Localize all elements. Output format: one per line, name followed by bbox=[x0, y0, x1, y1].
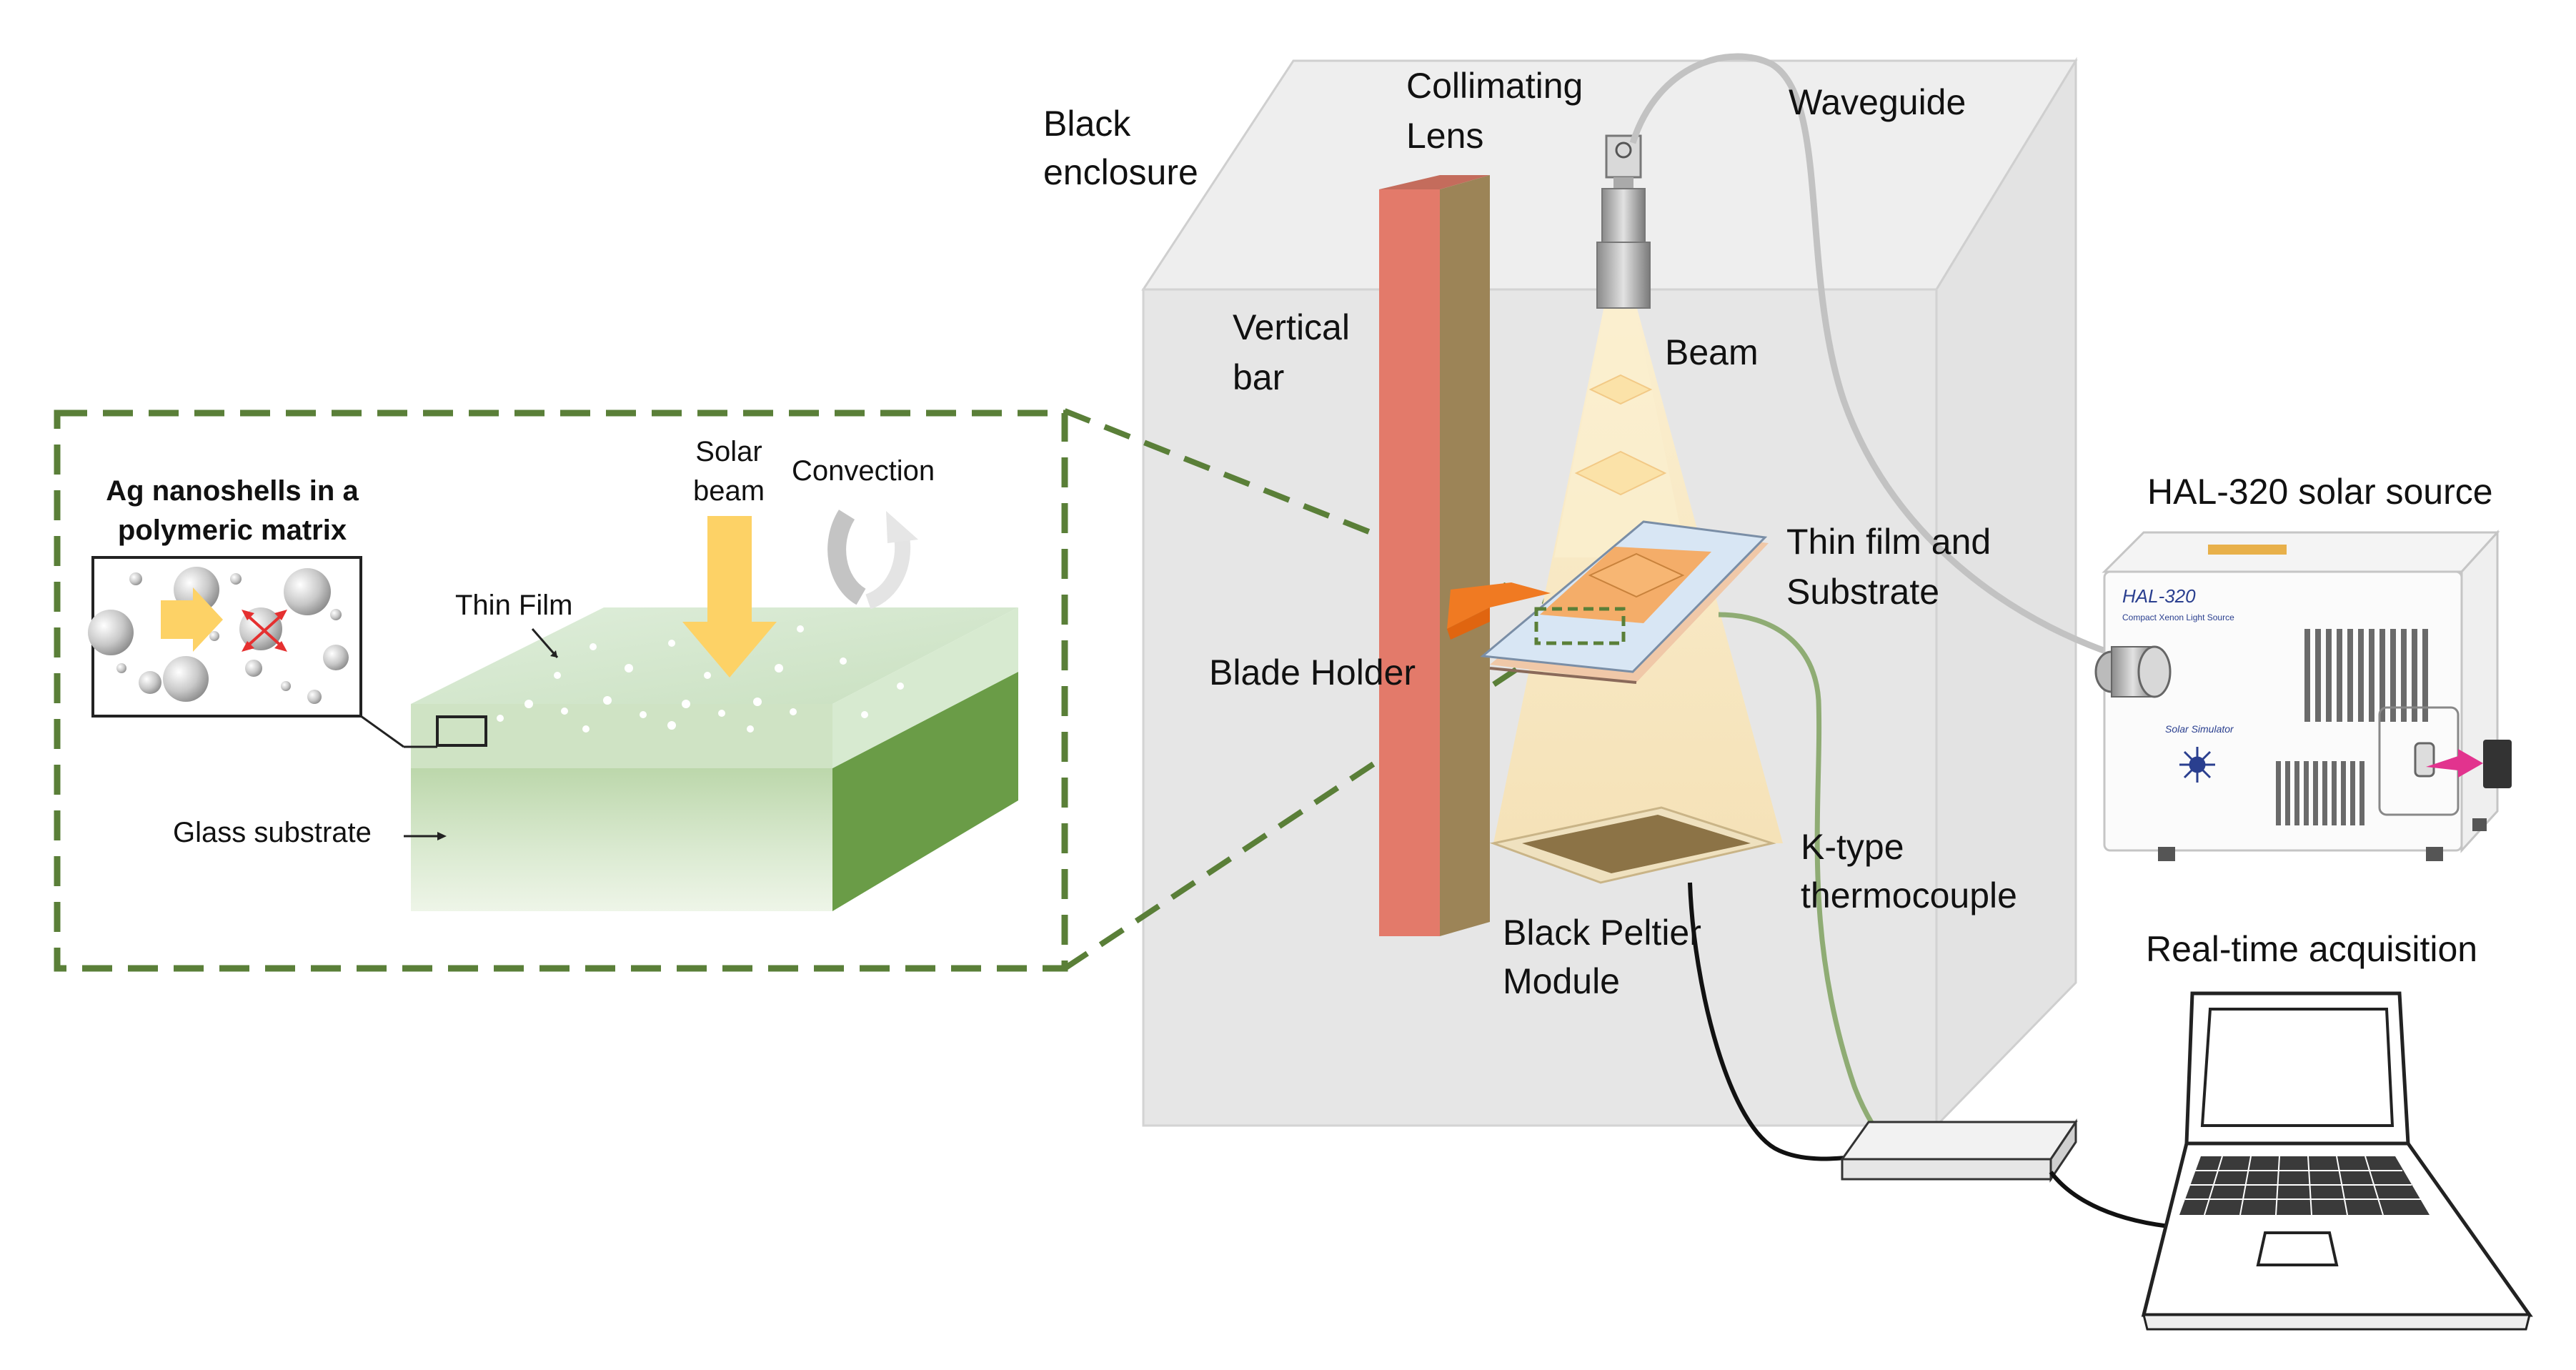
thin-film-substrate-label-line2: Substrate bbox=[1786, 572, 1939, 612]
laptop-touchpad bbox=[2256, 1231, 2339, 1266]
convection-arrow-icon bbox=[827, 510, 918, 610]
k-type-label-line2: thermocouple bbox=[1801, 875, 2017, 915]
acquisition-title: Real-time acquisition bbox=[2146, 929, 2477, 969]
hal-320-solar-source: HAL-320 Compact Xenon Light Source Solar… bbox=[2094, 530, 2512, 861]
usb-cable bbox=[2049, 1171, 2184, 1230]
k-type-label-line1: K-type bbox=[1801, 827, 1904, 867]
waveguide-label: Waveguide bbox=[1789, 82, 1966, 122]
nanoshell-closeup bbox=[88, 556, 362, 718]
peltier-label-line1: Black Peltier bbox=[1503, 913, 1701, 953]
vent-grille-lower bbox=[2276, 761, 2364, 825]
solar-beam-arrow bbox=[682, 516, 777, 677]
thin-film-and-substrate bbox=[1480, 520, 1769, 684]
thin-film-label: Thin Film bbox=[455, 590, 572, 621]
hal-device-label: HAL-320 bbox=[2122, 585, 2196, 607]
black-enclosure-label-line2: enclosure bbox=[1043, 152, 1198, 192]
solar-source-title: HAL-320 solar source bbox=[2147, 472, 2493, 512]
vent-grille-upper bbox=[2304, 629, 2428, 722]
beam-label: Beam bbox=[1665, 332, 1759, 372]
blade-holder bbox=[1447, 582, 1551, 640]
sun-logo-icon bbox=[2179, 747, 2215, 783]
peltier-wire bbox=[1688, 882, 1862, 1161]
solar-beam-label-line2: beam bbox=[693, 475, 765, 507]
output-port bbox=[2094, 645, 2172, 698]
nanoshell-title-line1: Ag nanoshells in a bbox=[106, 475, 359, 507]
nanoshell-dots bbox=[497, 618, 904, 733]
vertical-bar bbox=[1379, 175, 1490, 936]
glass-substrate-block bbox=[411, 672, 1018, 911]
power-connector-icon bbox=[2483, 740, 2512, 788]
input-arrow bbox=[2426, 749, 2483, 778]
blade-holder-label: Blade Holder bbox=[1209, 652, 1416, 693]
zoom-source-marker bbox=[1534, 607, 1626, 645]
thin-film-leader bbox=[531, 628, 559, 658]
k-type-thermocouple-wire bbox=[1718, 612, 1889, 1146]
solar-beam-label-line1: Solar bbox=[695, 436, 762, 467]
glass-substrate-label: Glass substrate bbox=[173, 817, 372, 848]
waveguide-cable bbox=[1629, 53, 2138, 665]
vertical-bar-label-line1: Vertical bbox=[1233, 307, 1350, 347]
thin-film-substrate-label-line1: Thin film and bbox=[1786, 522, 1991, 562]
nanoshell-title-line2: polymeric matrix bbox=[118, 515, 347, 546]
collimating-lens bbox=[1596, 134, 1651, 309]
laptop-screen bbox=[2200, 1008, 2395, 1127]
laptop bbox=[2141, 991, 2533, 1331]
collimating-lens-label-line2: Lens bbox=[1406, 116, 1483, 156]
collimating-lens-label-line1: Collimating bbox=[1406, 66, 1583, 106]
inset-panel: Ag nanoshells in a polymeric matrix Sola… bbox=[54, 409, 1068, 972]
vertical-bar-label-line2: bar bbox=[1233, 357, 1284, 397]
black-enclosure-label-line1: Black bbox=[1043, 104, 1131, 144]
zoom-region-marker bbox=[436, 715, 487, 747]
hal-device-sublabel: Compact Xenon Light Source bbox=[2122, 612, 2234, 622]
scatter-arrows-icon bbox=[245, 613, 284, 648]
peltier-label-line2: Module bbox=[1503, 961, 1620, 1001]
data-acquisition-box bbox=[1840, 1118, 2078, 1183]
black-peltier-module bbox=[1489, 806, 1776, 884]
hal-device-brand: Solar Simulator bbox=[2165, 723, 2234, 735]
convection-label: Convection bbox=[792, 455, 935, 487]
